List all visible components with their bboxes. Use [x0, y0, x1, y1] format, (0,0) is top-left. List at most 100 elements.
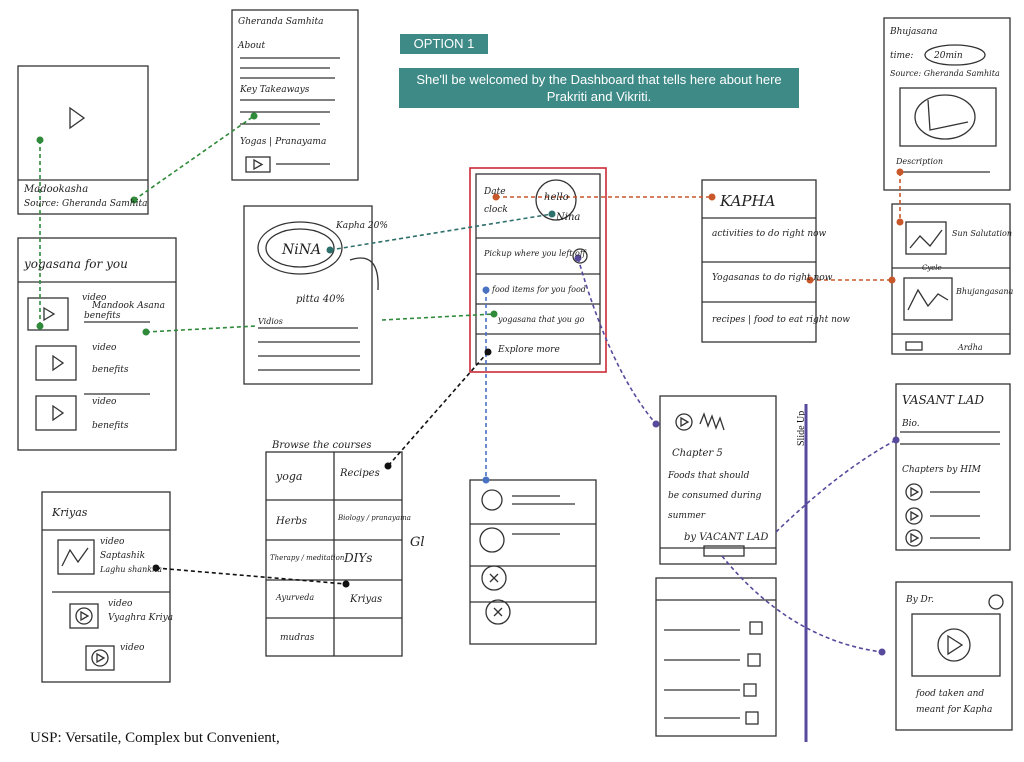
- lock-icon: [745, 711, 759, 725]
- yogasana-item3-type: video: [92, 397, 117, 407]
- gheranda-yogas: Yogas | Pranayama: [240, 137, 326, 147]
- dr-video-caption2: meant for Kapha: [916, 705, 992, 715]
- chapter-text3: summer: [668, 511, 706, 521]
- connector-green: [381, 313, 495, 321]
- chapter-number: Chapter 5: [672, 448, 723, 459]
- play-icon: [910, 510, 920, 522]
- yogasana-item1-benefits: benefits: [84, 311, 121, 321]
- gheranda-about: About: [237, 41, 265, 51]
- dr-video-caption1: food taken and: [915, 689, 984, 699]
- connector-green: [133, 115, 255, 201]
- kriyas-title: Kriyas: [51, 506, 88, 519]
- bhujangasana-title: Bhujasana: [889, 27, 938, 37]
- connector-purple: [775, 439, 897, 533]
- vasant-lad-title: VASANT LAD: [902, 393, 984, 407]
- connector-black: [387, 351, 489, 467]
- kriyas-item2-name: Vyaghra Kriya: [108, 613, 173, 623]
- play-icon: [52, 354, 65, 372]
- connector-black: [155, 567, 347, 585]
- usp-text: USP: Versatile, Complex but Convenient,: [30, 730, 280, 746]
- kriyas-item2-type: video: [108, 599, 133, 609]
- sketch-kriyas: [41, 491, 171, 683]
- dashboard-yogasana: yogasana that you go: [497, 315, 585, 324]
- browse-cell: Ayurveda: [275, 593, 314, 602]
- browse-cell: Recipes: [339, 468, 380, 479]
- play-icon: [80, 610, 90, 622]
- dashboard-pickup: Pickup where you left off: [483, 249, 587, 258]
- vasant-lad-chapters: Chapters by HIM: [902, 465, 982, 475]
- yogasana-item1-type: video: [82, 293, 107, 303]
- kriyas-item1-type: video: [100, 537, 125, 547]
- yogasana-item3-benefits: benefits: [92, 421, 129, 431]
- info-icon: [988, 594, 1004, 610]
- sketch-profile: [243, 205, 379, 385]
- gheranda-takeaways: Key Takeaways: [239, 85, 310, 95]
- bhujangasana-time: time:: [890, 51, 913, 61]
- play-icon: [910, 486, 920, 498]
- yogasana-item2-type: video: [92, 343, 117, 353]
- browse-title: Browse the courses: [271, 440, 372, 451]
- browse-cell: yoga: [275, 470, 302, 483]
- profile-label: Vidios: [258, 317, 283, 326]
- profile-name: NiNA: [281, 242, 321, 258]
- browse-cell: Therapy / meditation: [270, 554, 345, 562]
- video-player-line1: Madookasha: [23, 184, 88, 195]
- video-player-line2: Source: Gheranda Samhita: [24, 199, 147, 209]
- dashboard-highlight: [469, 167, 607, 373]
- browse-cell: Kriyas: [349, 594, 382, 605]
- play-icon: [43, 306, 56, 322]
- play-icon: [69, 106, 86, 130]
- sketch-food-list: [655, 577, 777, 737]
- kapha-title: KAPHA: [719, 192, 776, 210]
- sun-salutation-item1: Sun Salutation: [952, 229, 1012, 238]
- dashboard-name: Nina: [555, 212, 580, 223]
- sketch-dr-video: [895, 581, 1013, 731]
- dashboard-explore: Explore more: [497, 345, 560, 355]
- yogasana-item2-benefits: benefits: [92, 365, 129, 375]
- chapter-text1: Foods that should: [667, 471, 750, 481]
- bhujangasana-source: Source: Gheranda Samhita: [890, 69, 1000, 78]
- sun-salutation-item4: Ardha: [957, 343, 983, 352]
- sketch-sun-salutation: [891, 203, 1011, 355]
- kriyas-item3-type: video: [120, 643, 145, 653]
- sun-salutation-item2: Cycle: [922, 264, 942, 272]
- chapter-text2: be consumed during: [668, 491, 762, 501]
- yogasana-item1-name: Mandook Asana: [91, 301, 165, 311]
- sketch-gheranda-detail: [231, 9, 359, 181]
- play-icon: [910, 532, 920, 544]
- option-label: OPTION 1: [400, 34, 488, 54]
- dr-video-label: By Dr.: [905, 595, 934, 605]
- bhujangasana-description: Description: [895, 157, 943, 166]
- browse-side-note: Gl: [410, 535, 425, 550]
- dashboard-food: food items for you food: [491, 285, 586, 294]
- browse-cell: Biology / pranayama: [337, 514, 411, 522]
- lock-icon: [743, 683, 757, 697]
- play-icon: [96, 652, 106, 664]
- play-icon: [947, 634, 964, 656]
- sketch-video-player: [17, 65, 149, 215]
- play-icon: [680, 416, 690, 428]
- sketch-dashboard: [475, 173, 601, 365]
- kapha-yogasanas: Yogasanas to do right now: [712, 273, 833, 283]
- lock-icon: [749, 621, 763, 635]
- sketch-yogasana-list: [17, 237, 177, 451]
- sketch-chapter: [659, 395, 777, 565]
- welcome-banner: She'll be welcomed by the Dashboard that…: [399, 68, 799, 108]
- sketch-browse-courses: [265, 451, 403, 657]
- kapha-activities: activities to do right now: [712, 229, 827, 239]
- browse-cell: mudras: [280, 633, 315, 643]
- play-icon: [52, 404, 65, 422]
- sketch-bhujangasana: [883, 17, 1011, 191]
- vasant-lad-bio: Bio.: [901, 419, 920, 429]
- browse-cell: DIYs: [343, 551, 372, 565]
- gheranda-title: Gheranda Samhita: [238, 17, 324, 27]
- kapha-recipes: recipes | food to eat right now: [712, 315, 850, 325]
- chapter-author: by VACANT LAD: [684, 532, 768, 543]
- yogasana-title: yogasana for you: [23, 257, 128, 271]
- sun-salutation-item3: Bhujangasana: [955, 287, 1014, 296]
- bhujangasana-time-value: 20min: [933, 51, 963, 61]
- dashboard-clock: clock: [484, 205, 508, 215]
- sketch-kapha: [701, 179, 817, 343]
- lock-icon: [747, 653, 761, 667]
